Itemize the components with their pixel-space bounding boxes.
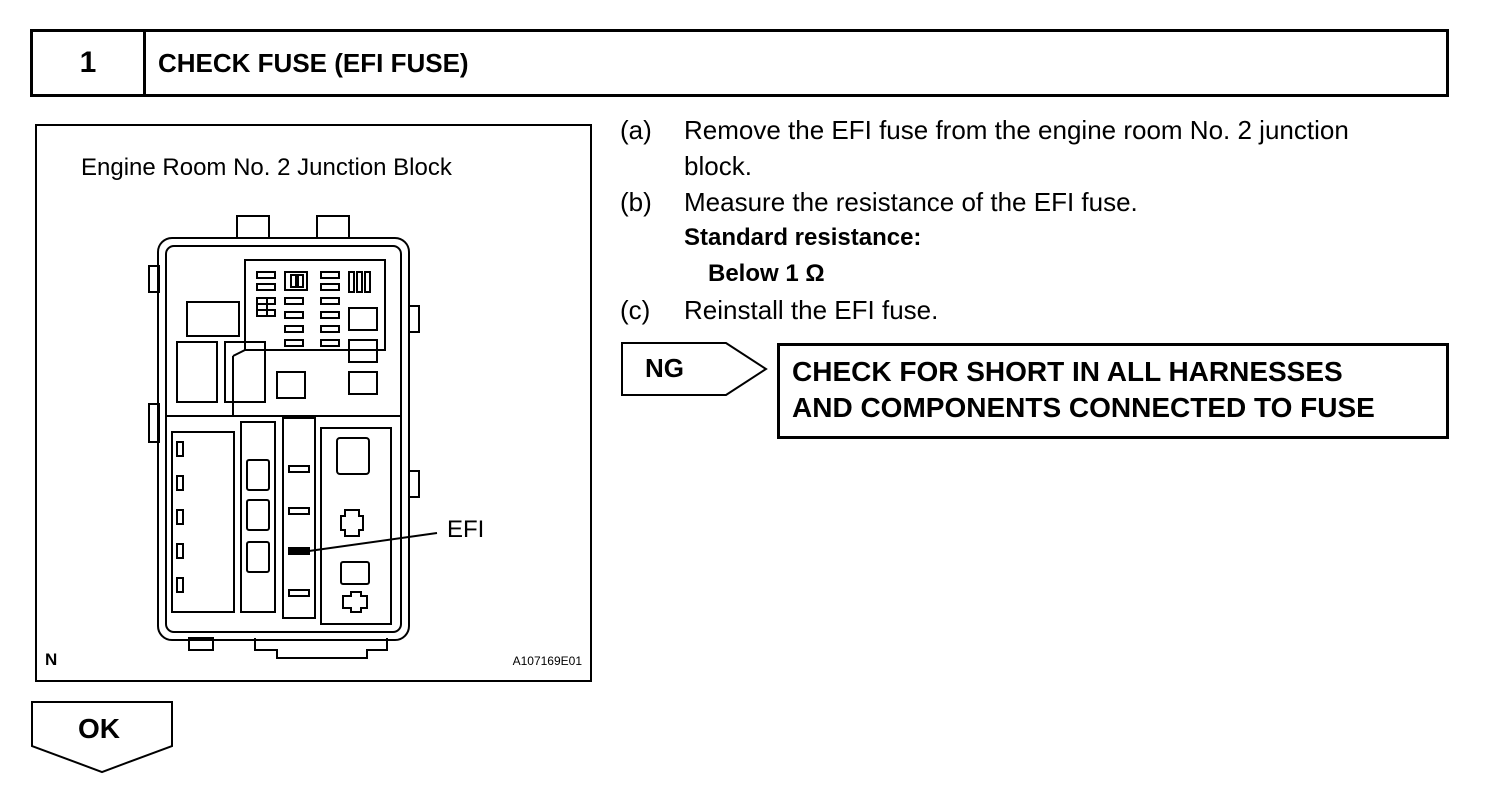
ng-result-box: CHECK FOR SHORT IN ALL HARNESSES AND COM… (777, 343, 1449, 439)
figure-title: Engine Room No. 2 Junction Block (81, 154, 452, 181)
standard-value: Below 1 Ω (708, 260, 825, 287)
step-title: CHECK FUSE (EFI FUSE) (158, 47, 469, 78)
step-text: Measure the resistance of the EFI fuse. (684, 187, 1138, 217)
efi-callout-label: EFI (447, 516, 485, 543)
ok-label: OK (78, 713, 120, 744)
junction-block-illustration (148, 215, 438, 659)
ng-result-line-1: CHECK FOR SHORT IN ALL HARNESSES (792, 356, 1343, 387)
step-letter: (b) (620, 187, 652, 217)
junction-block-figure: Engine Room No. 2 Junction Block EFI N A… (35, 124, 592, 682)
step-header: 1 CHECK FUSE (EFI FUSE) (30, 29, 1449, 97)
ng-arrow-icon (621, 342, 768, 396)
figure-code: A107169E01 (512, 654, 582, 668)
ng-label: NG (645, 353, 684, 383)
step-text: Reinstall the EFI fuse. (684, 295, 939, 325)
procedure-steps: (a) Remove the EFI fuse from the engine … (620, 112, 1450, 328)
step-number: 1 (33, 32, 146, 94)
step-letter: (a) (620, 115, 652, 145)
step-text: Remove the EFI fuse from the engine room… (684, 115, 1349, 181)
figure-corner-letter: N (45, 650, 58, 669)
step-letter: (c) (620, 295, 651, 325)
standard-label: Standard resistance: (684, 224, 922, 251)
ok-arrow-icon (31, 701, 173, 774)
step-a: (a) Remove the EFI fuse from the engine … (620, 112, 1450, 184)
ng-result-line-2: AND COMPONENTS CONNECTED TO FUSE (792, 392, 1375, 423)
step-b: (b) Measure the resistance of the EFI fu… (620, 184, 1450, 220)
step-c: (c) Reinstall the EFI fuse. (620, 292, 1450, 328)
